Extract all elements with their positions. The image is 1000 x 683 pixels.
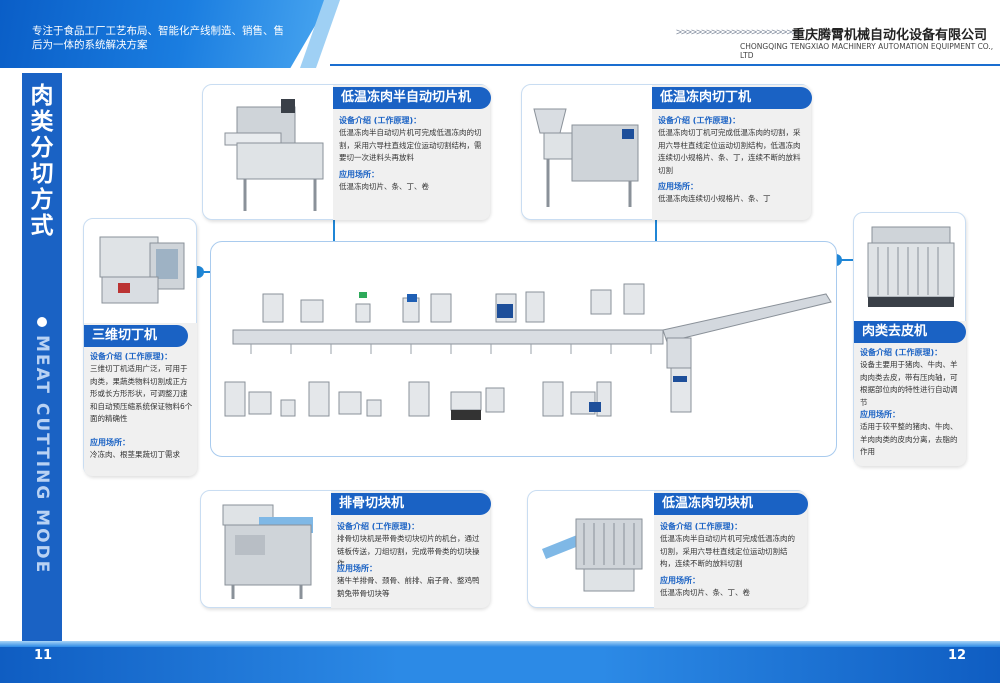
connector-line [333,217,335,257]
machine-photo [205,495,329,605]
intro-label: 设备介绍 (工作原理)： [90,352,173,361]
application-label: 应用场所： [860,410,900,419]
application-label: 应用场所： [660,576,700,585]
card-body [84,323,197,476]
section-sidebar: 肉类分切方式 MEAT CUTTING MODE [22,73,62,643]
chevron-arrows-icon: >>>>>>>>>>>>>>>>>>>>>>>> [676,27,797,38]
application-label: 应用场所： [337,564,377,573]
application-text: 低温冻肉切片、条、丁、卷 [339,182,429,191]
card-title: 低温冻肉半自动切片机 [333,87,491,109]
card-body [854,321,966,466]
card-title: 三维切丁机 [84,325,188,347]
page-number-right: 12 [948,648,967,663]
page-number-left: 11 [34,648,53,663]
header-blue-band [0,0,330,68]
application-label: 应用场所： [658,182,698,191]
header-slogan: 专注于食品工厂工艺布局、智能化产线制造、销售、售后为一体的系统解决方案 [32,25,284,51]
application-text: 低温冻肉切片、条、丁、卷 [660,588,750,597]
intro-label: 设备介绍 (工作原理)： [660,522,743,531]
intro-text: 低温冻肉半自动切片机可完成低温冻肉的切割，采用六导柱直线定位运动切割结构，需要切… [339,128,482,162]
intro-label: 设备介绍 (工作原理)： [860,348,943,357]
intro-text: 低温冻肉切丁机可完成低温冻肉的切割，采用六导柱直线定位运动切割结构，低温冻肉连续… [658,128,801,175]
machine-photo [88,223,194,317]
company-name-en: CHONGQING TENGXIAO MACHINERY AUTOMATION … [740,42,994,60]
header-divider [330,64,1000,66]
intro-label: 设备介绍 (工作原理)： [339,116,422,125]
application-text: 适用于较平整的猪肉、牛肉、羊肉肉类的皮肉分离，去脂的作用 [860,422,958,456]
card-title: 肉类去皮机 [854,321,966,343]
intro-label: 设备介绍 (工作原理)： [337,522,420,531]
footer-highlight [0,641,1000,647]
intro-text: 排骨切块机是带骨类切块切片的机台，通过链板传送，刀组切割，完成带骨类的切块操作 [337,534,480,568]
company-name-cn: 重庆腾霄机械自动化设备有限公司 [792,28,988,43]
page-header: 专注于食品工厂工艺布局、智能化产线制造、销售、售后为一体的系统解决方案 >>>>… [0,0,1000,68]
application-text: 猪牛羊排骨、颈骨、前排、扇子骨、整鸡鸭鹅兔带骨切块等 [337,576,480,598]
machine-card-cube-dicer: 三维切丁机 设备介绍 (工作原理)： 三维切丁机适用广泛，可用于肉类，果蔬类物料… [83,218,197,476]
intro-label: 设备介绍 (工作原理)： [658,116,741,125]
intro-text: 低温冻肉半自动切片机可完成低温冻肉的切割，采用六导柱直线定位运动切割结构，连续不… [660,534,795,568]
connector-line [655,217,657,257]
page-footer [0,641,1000,683]
section-title-en: MEAT CUTTING MODE [32,335,52,575]
intro-text: 三维切丁机适用广泛，可用于肉类，果蔬类物料切割成正方形或长方形形状，可调整刀速和… [90,364,193,423]
card-title: 低温冻肉切丁机 [652,87,812,109]
application-label: 应用场所： [90,438,130,447]
machine-card-block-cutter: 低温冻肉切块机 设备介绍 (工作原理)： 低温冻肉半自动切片机可完成低温冻肉的切… [527,490,808,608]
bullet-dot-icon [37,317,47,327]
application-text: 冷冻肉、根茎果蔬切丁需求 [90,450,180,459]
machine-card-rib-cutter: 排骨切块机 设备介绍 (工作原理)： 排骨切块机是带骨类切块切片的机台，通过链板… [200,490,491,608]
machine-card-dicer: 低温冻肉切丁机 设备介绍 (工作原理)： 低温冻肉切丁机可完成低温冻肉的切割，采… [521,84,812,220]
connector-line [836,259,858,261]
machine-photo [858,217,963,317]
production-line-diagram [224,283,832,420]
machine-photo [207,89,331,215]
card-title: 排骨切块机 [331,493,491,515]
section-title-cn: 肉类分切方式 [30,83,54,239]
production-line-panel [210,241,837,457]
machine-photo [526,89,650,215]
card-title: 低温冻肉切块机 [654,493,808,515]
machine-card-semi-slicer: 低温冻肉半自动切片机 设备介绍 (工作原理)： 低温冻肉半自动切片机可完成低温冻… [202,84,491,220]
machine-photo [532,495,652,605]
intro-text: 设备主要用于猪肉、牛肉、羊肉肉类去皮，带有压肉轴，可根据部位肉的特性进行自动调节 [860,360,958,407]
application-label: 应用场所： [339,170,379,179]
machine-card-skinner: 肉类去皮机 设备介绍 (工作原理)： 设备主要用于猪肉、牛肉、羊肉肉类去皮，带有… [853,212,966,466]
application-text: 低温冻肉连续切小规格片、条、丁 [658,194,771,203]
